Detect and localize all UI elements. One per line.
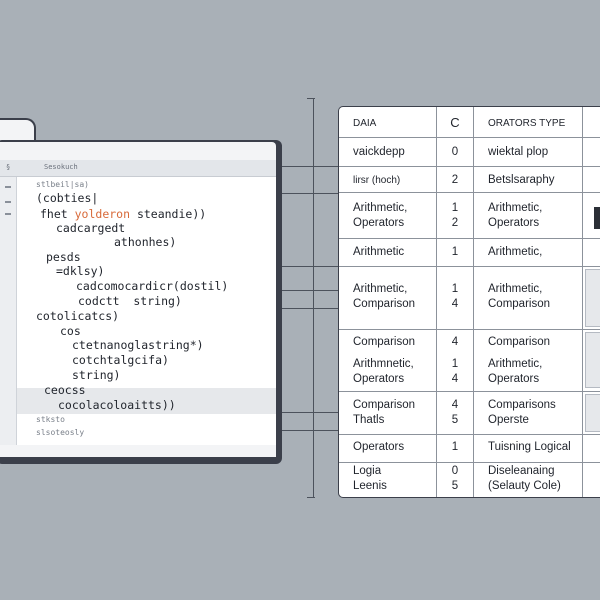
table-cell: 1 [451, 246, 459, 258]
code-keyword: yolderon [74, 207, 131, 221]
bracket-line [313, 98, 314, 498]
table-cell: Comparisons Operste [488, 399, 556, 426]
code-line: cotchtalgcifa) [72, 353, 169, 367]
editor-tabbar: § Sesokuch [0, 160, 276, 177]
code-editor-window: § Sesokuch stlbeil|sa) (cobties| fhet yo… [0, 140, 282, 464]
table-cell: 1 4 [451, 358, 459, 385]
tab-file[interactable]: Sesokuch [44, 163, 78, 171]
editor-footer [0, 445, 276, 457]
editor-body[interactable]: stlbeil|sa) (cobties| fhet yolderon stea… [0, 177, 276, 445]
table-cell: 1 4 [451, 283, 459, 310]
row-divider [339, 391, 600, 392]
gutter-marker [5, 186, 11, 188]
table-cell: Comparison Thatls [353, 399, 415, 426]
line-gutter [0, 177, 17, 445]
table-cell: Arithmetic [353, 246, 405, 258]
table-cell: 1 2 [451, 202, 459, 229]
row-divider [339, 137, 600, 138]
table-cell: 0 [451, 146, 459, 158]
column-divider [473, 107, 474, 497]
code-line: cocolacoloaitts)) [58, 398, 176, 412]
code-line: athonhes) [114, 235, 177, 249]
code-line: fhet yolderon steandie)) [40, 207, 206, 221]
column-header: DAIA [353, 118, 377, 129]
code-line: cos [60, 324, 81, 338]
code-line: slsoteosly [36, 428, 85, 437]
table-cell: lirsr (hoch) [353, 175, 401, 186]
connector-line [282, 193, 338, 194]
table-cell: vaickdepp [353, 146, 405, 158]
connector-line [282, 290, 338, 291]
code-line: =dklsy) [56, 264, 105, 278]
table-cell: Diseleanaing (Selauty Cole) [488, 465, 561, 492]
connector-line [282, 430, 338, 431]
connector-line [282, 308, 338, 309]
column-divider [582, 107, 583, 497]
table-cell: Comparison [353, 336, 415, 348]
table-cell: Arithmetic, Operators [488, 202, 543, 229]
code-line: cadcomocardicr(dostil) [76, 279, 229, 293]
table-cell: Arithmetic, Operators [488, 358, 543, 385]
bracket-tick [307, 497, 315, 498]
gutter-marker [5, 213, 11, 215]
code-line: ctetnanoglastring*) [72, 338, 204, 352]
row-divider [339, 166, 600, 167]
connector-line [282, 266, 338, 267]
code-text: fhet [40, 207, 75, 221]
row-divider [339, 329, 600, 330]
code-line: pesds [46, 250, 81, 264]
code-line: (cobties| [36, 191, 99, 205]
gutter-marker [5, 201, 11, 203]
editor-titlebar [0, 142, 276, 160]
row-divider [339, 266, 600, 267]
side-panel-cell [585, 332, 600, 388]
table-cell: wiektal plop [488, 146, 549, 158]
table-cell: Comparison [488, 336, 550, 348]
operators-table: DAIA C ORATORS TYPE vaickdepp 0 wiektal … [338, 106, 600, 498]
table-cell: Logia Leenis [353, 465, 387, 492]
connector-line [282, 166, 338, 167]
connector-line [282, 412, 338, 413]
table-cell: Betslsaraphy [488, 174, 555, 186]
table-cell: 4 [451, 336, 459, 348]
highlighted-line [17, 401, 276, 414]
row-divider [339, 238, 600, 239]
row-divider [339, 462, 600, 463]
code-line: stksto [36, 415, 65, 424]
tabbar-symbol: § [6, 163, 11, 171]
side-panel-cell [585, 269, 600, 327]
row-divider [339, 434, 600, 435]
column-header: ORATORS TYPE [488, 118, 566, 129]
highlighted-line [17, 388, 276, 401]
table-cell: Arithmetic, Comparison [488, 283, 550, 310]
side-panel-cell [585, 394, 600, 432]
table-cell: 2 [451, 174, 459, 186]
code-text: steandie)) [130, 207, 207, 221]
table-cell: Arithmnetic, Operators [353, 358, 414, 385]
table-cell: Tuisning Logical [488, 441, 571, 453]
table-cell: Arithmetic, Operators [353, 202, 408, 229]
side-marker [594, 207, 600, 229]
row-divider [339, 192, 600, 193]
table-cell: 4 5 [451, 399, 459, 426]
table-cell: Arithmetic, [488, 246, 543, 258]
code-line: cadcargedt [56, 221, 126, 235]
code-line: ceocss [44, 383, 86, 397]
table-cell: Arithmetic, Comparison [353, 283, 415, 310]
code-line: codctt string) [78, 294, 182, 308]
column-divider [436, 107, 437, 497]
code-line: string) [72, 368, 121, 382]
bracket-tick [307, 98, 315, 99]
code-line: cotolicatcs) [36, 309, 120, 323]
column-header: C [450, 115, 460, 130]
table-cell: 0 5 [451, 465, 459, 492]
table-cell: 1 [451, 441, 459, 453]
code-line: stlbeil|sa) [36, 180, 89, 189]
table-cell: Operators [353, 441, 405, 453]
